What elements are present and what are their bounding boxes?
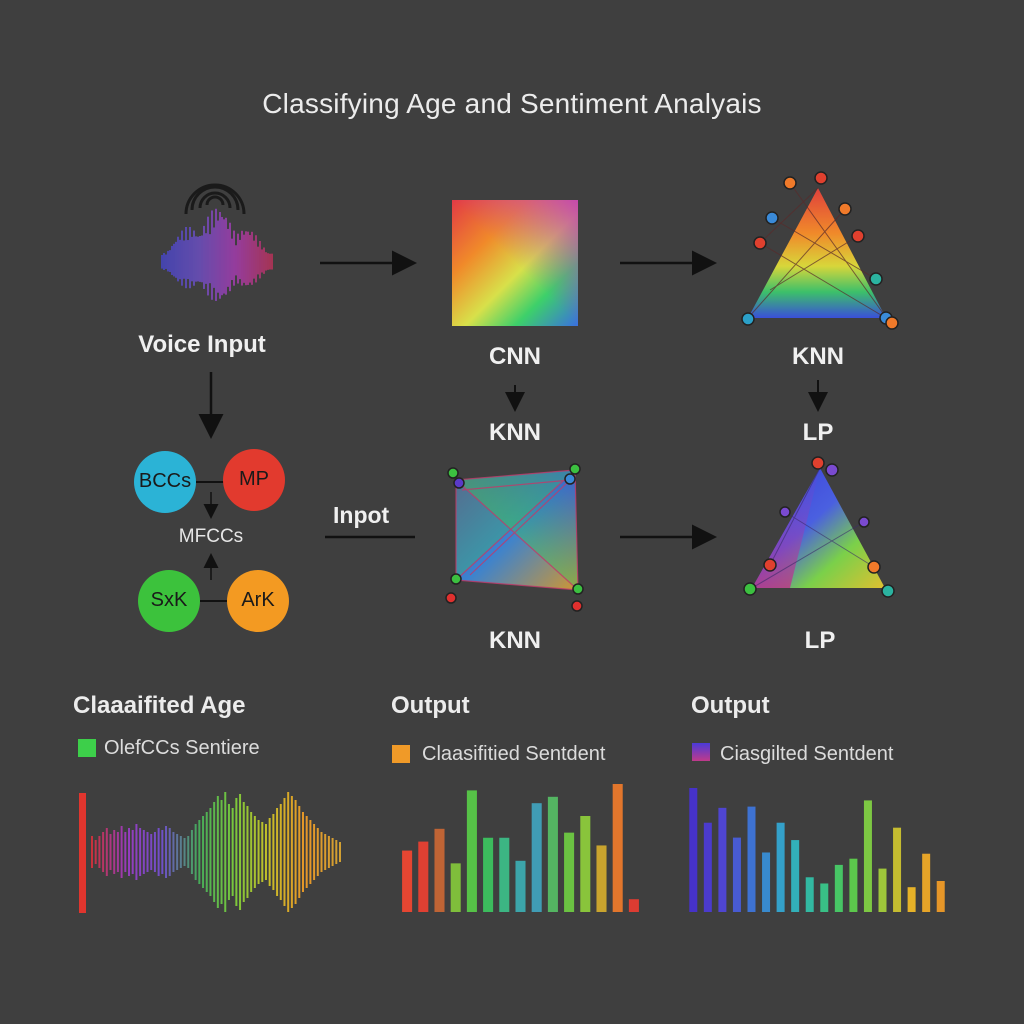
- diagram-title: Classifying Age and Sentiment Analyais: [262, 88, 762, 119]
- chart2-bar: [547, 796, 558, 912]
- input-label: Inpot: [333, 502, 390, 528]
- sxk-label: SxK: [150, 589, 188, 611]
- chart2-bar: [402, 850, 413, 912]
- chart2-bar: [564, 832, 575, 912]
- voice-waveform-icon: [161, 208, 273, 301]
- chart2-bar: [612, 784, 623, 912]
- chart2-bar: [499, 837, 510, 912]
- bccs-circle: [134, 451, 196, 513]
- chart3-bar: [732, 837, 741, 912]
- ark-label: ArK: [241, 589, 275, 611]
- chart3-bar: [893, 827, 902, 912]
- chart3-bar: [718, 807, 727, 912]
- output-title-age: Claaaifited Age: [73, 692, 246, 719]
- chart3-bar: [820, 883, 829, 912]
- chart3-bar: [936, 881, 945, 912]
- sentiment-bar-chart-2: [689, 788, 945, 912]
- chart3-bar: [703, 822, 712, 912]
- cnn-block: [452, 200, 578, 326]
- legend-swatch-age: [78, 739, 96, 757]
- knn-label-top: KNN: [792, 343, 844, 370]
- legend-swatch-sentiment-2: [692, 743, 710, 761]
- mfccs-label: MFCCs: [178, 526, 244, 547]
- mp-label: MP: [239, 468, 269, 490]
- voice-input-label: Voice Input: [138, 331, 266, 358]
- legend-swatch-sentiment: [392, 745, 410, 763]
- chart3-bar: [762, 852, 771, 912]
- cnn-label: CNN: [489, 343, 541, 370]
- age-chart-marker-bar: [79, 793, 86, 913]
- chart2-bar: [580, 816, 591, 912]
- chart3-bar: [907, 887, 916, 912]
- chart2-bar: [466, 790, 477, 912]
- chart2-bar: [418, 841, 429, 912]
- sxk-circle: [138, 570, 200, 632]
- knn-square-graph: [445, 463, 584, 612]
- chart2-bar: [531, 803, 542, 912]
- chart3-bar: [747, 806, 756, 912]
- legend-text-age: OlefCCs Sentiere: [104, 737, 260, 759]
- mp-circle: [223, 449, 285, 511]
- output-title-sentiment: Output: [391, 692, 470, 719]
- chart3-bar: [791, 840, 800, 912]
- mfcc-cluster: [134, 449, 289, 632]
- ark-circle: [227, 570, 289, 632]
- chart3-bar: [878, 868, 887, 912]
- legend-text-sentiment-2: Ciasgilted Sentdent: [720, 743, 894, 765]
- chart2-bar: [515, 860, 526, 912]
- sentiment-bar-chart: [402, 784, 639, 912]
- chart3-bar: [805, 877, 814, 912]
- bccs-label: BCCs: [138, 470, 192, 492]
- lp-label-bottom: LP: [804, 627, 836, 654]
- microphone-icon: [184, 183, 246, 215]
- chart3-bar: [834, 864, 843, 912]
- chart3-bar: [776, 822, 785, 912]
- chart2-bar: [483, 837, 494, 912]
- chart2-bar: [450, 863, 461, 912]
- lp-triangle-graph: [743, 456, 895, 598]
- chart3-bar: [922, 853, 931, 912]
- knn-triangle-graph: [741, 171, 899, 330]
- chart3-bar: [863, 800, 872, 912]
- chart3-bar: [689, 788, 698, 912]
- age-waveform-chart: [79, 792, 341, 913]
- chart3-bar: [849, 858, 858, 912]
- legend-text-sentiment: Claasifitied Sentdent: [422, 743, 606, 765]
- knn-label-bottom: KNN: [489, 627, 541, 654]
- chart2-bar: [596, 845, 607, 912]
- chart2-bar: [628, 899, 639, 912]
- output-title-sentiment-2: Output: [691, 692, 770, 719]
- lp-label-right: LP: [802, 419, 834, 446]
- knn-label-mid: KNN: [489, 419, 541, 446]
- chart2-bar: [434, 828, 445, 912]
